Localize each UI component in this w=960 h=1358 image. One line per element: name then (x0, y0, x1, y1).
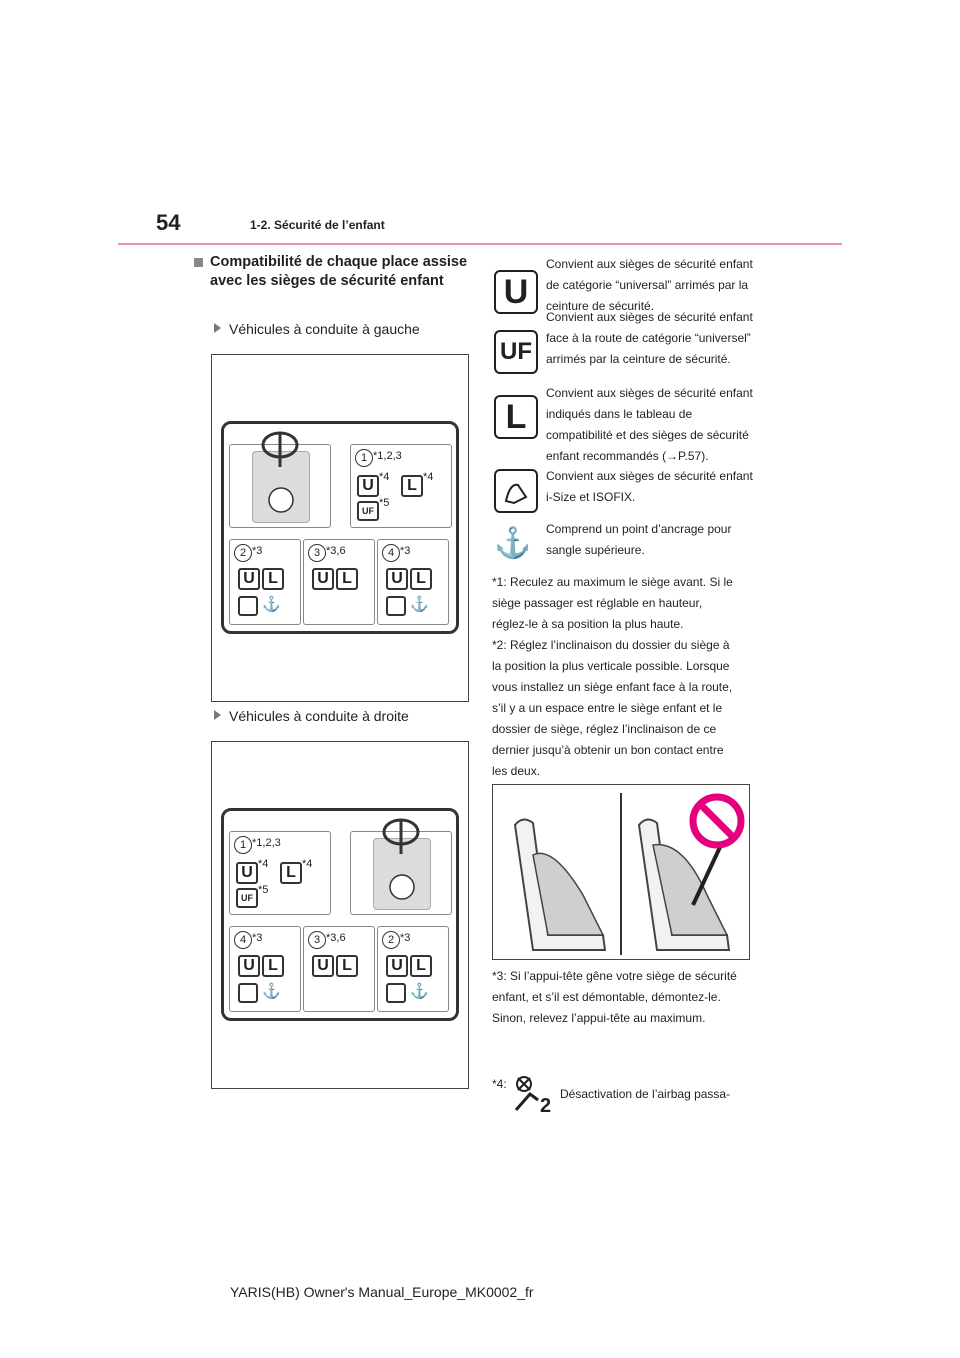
seat-1-cell: 1 *1,2,3 U *4 L *4 UF *5 (350, 444, 452, 528)
triangle-bullet-icon (214, 323, 221, 333)
prohibition-icon (689, 793, 745, 849)
legend-uf-text: Convient aux sièges de sécurité enfant f… (546, 310, 753, 366)
seat-3-cell: 3 *3,6 U L (303, 539, 375, 625)
l-category-icon: L (410, 568, 432, 590)
universal-icon: U (386, 955, 408, 977)
seat-recline-illustration (492, 784, 750, 960)
isofix-icon (238, 596, 258, 616)
footnote-4: *4: 2 Désactivation de l’airbag passa- (492, 1074, 737, 1117)
seat-number-2: 2 (234, 544, 252, 562)
square-bullet-icon (194, 258, 203, 267)
universal-icon: U (238, 568, 260, 590)
universal-icon: U (357, 475, 379, 497)
car-outline: 1 *1,2,3 U *4 L *4 UF *5 4 *3 U L ⚓ (221, 808, 459, 1021)
seat-1-footnote-tag: *1,2,3 (373, 450, 402, 462)
footnote-3: *3: Si l’appui-tête gêne votre siège de … (492, 969, 737, 1025)
driver-seat-cell (229, 431, 331, 528)
universal-icon: U (312, 568, 334, 590)
anchor-icon: ⚓ (262, 983, 281, 1000)
universal-icon: U (238, 955, 260, 977)
right-hand-drive-label: Véhicules à conduite à droite (214, 708, 409, 724)
seat-number-3: 3 (308, 931, 326, 949)
section-title: 1-2. Sécurité de l’enfant (250, 218, 385, 232)
uf-icon: UF (236, 888, 258, 908)
seat-3-cell: 3 *3,6 U L (303, 926, 375, 1012)
steering-wheel-icon (382, 818, 420, 854)
seat-2-cell: 2 *3 U L ⚓ (229, 539, 301, 625)
seat-number-4: 4 (382, 544, 400, 562)
left-hand-drive-label: Véhicules à conduite à gauche (214, 321, 420, 337)
steering-wheel-icon (261, 431, 299, 467)
l-category-icon: L (262, 955, 284, 977)
isofix-icon (386, 596, 406, 616)
seat-4-cell: 4 *3 U L ⚓ (377, 539, 449, 625)
legend-l-text: Convient aux sièges de sécurité enfant i… (546, 386, 753, 463)
driver-head-icon (389, 874, 415, 900)
seat-1-cell: 1 *1,2,3 U *4 L *4 UF *5 (229, 831, 331, 915)
seat-number-2: 2 (382, 931, 400, 949)
universal-icon: U (312, 955, 334, 977)
heading-text: Compatibilité de chaque place assise ave… (210, 254, 468, 289)
isofix-icon (494, 469, 538, 513)
footnote-2: *2: Réglez l’inclinaison du dossier du s… (492, 638, 733, 778)
legend-uf-icon: UF (494, 330, 538, 374)
driver-head-icon (268, 487, 294, 513)
seat-number-1: 1 (355, 449, 373, 467)
l-category-icon: L (410, 955, 432, 977)
l-category-icon: L (401, 475, 423, 497)
seat-number-4: 4 (234, 931, 252, 949)
legend-universal-icon: U (494, 270, 538, 314)
anchor-icon: ⚓ (410, 983, 429, 1000)
legend-universal-text: Convient aux sièges de sécurité enfant d… (546, 257, 753, 313)
footer-text: YARIS(HB) Owner's Manual_Europe_MK0002_f… (230, 1284, 534, 1300)
triangle-bullet-icon (214, 710, 221, 720)
driver-seat-cell (350, 818, 452, 915)
anchor-icon: ⚓ (494, 527, 532, 560)
l-category-icon: L (280, 862, 302, 884)
airbag-off-icon: 2 (510, 1074, 554, 1117)
legend-l-icon: L (494, 395, 538, 439)
seat-4-cell: 4 *3 U L ⚓ (229, 926, 301, 1012)
section-heading: Compatibilité de chaque place assise ave… (194, 253, 470, 291)
l-category-icon: L (336, 568, 358, 590)
uf-icon: UF (357, 501, 379, 521)
lhd-seat-diagram: 1 *1,2,3 U *4 L *4 UF *5 2 *3 U L ⚓ 3 *3… (211, 354, 469, 702)
header-rule (118, 243, 842, 245)
universal-icon: U (386, 568, 408, 590)
svg-text:2: 2 (540, 1095, 551, 1114)
anchor-icon: ⚓ (410, 596, 429, 613)
isofix-icon (386, 983, 406, 1003)
legend-isofix-text: Convient aux sièges de sécurité enfant i… (546, 469, 753, 504)
l-category-icon: L (336, 955, 358, 977)
legend-anchor-text: Comprend un point d’ancrage pour sangle … (546, 522, 732, 557)
seat-number-3: 3 (308, 544, 326, 562)
footnote-1: *1: Reculez au maximum le siège avant. S… (492, 575, 733, 631)
car-outline: 1 *1,2,3 U *4 L *4 UF *5 2 *3 U L ⚓ 3 *3… (221, 421, 459, 634)
l-category-icon: L (262, 568, 284, 590)
seat-number-1: 1 (234, 836, 252, 854)
universal-icon: U (236, 862, 258, 884)
rhd-seat-diagram: 1 *1,2,3 U *4 L *4 UF *5 4 *3 U L ⚓ (211, 741, 469, 1089)
seat-2-cell: 2 *3 U L ⚓ (377, 926, 449, 1012)
isofix-icon (238, 983, 258, 1003)
anchor-icon: ⚓ (262, 596, 281, 613)
page-number: 54 (156, 210, 181, 235)
